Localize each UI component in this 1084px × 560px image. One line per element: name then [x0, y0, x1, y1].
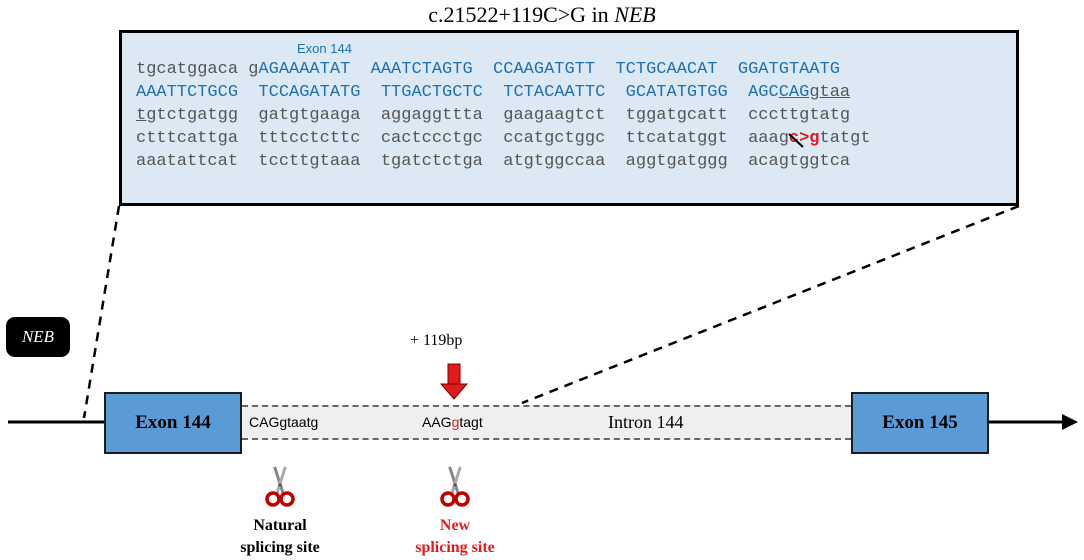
seq-intron-text: tatgt	[819, 129, 871, 148]
new-label-line1: New	[439, 517, 471, 534]
scissors-icon	[265, 466, 295, 507]
exon-145-label: Exon 145	[882, 412, 958, 433]
natural-label-line2: splicing site	[240, 539, 320, 556]
new-label-line2: splicing site	[415, 539, 495, 556]
seq-mutation-text: c>g	[788, 129, 820, 148]
exon-144-label: Exon 144	[135, 412, 211, 433]
seq-exon-text: AGAAAATAT AAATCTAGTG CCAAGATGTT TCTGCAAC…	[258, 60, 840, 79]
title-prefix: c.21522+119C>G in	[428, 2, 609, 27]
down-arrow-icon	[439, 363, 469, 400]
natural-site-lower: gtaatg	[279, 414, 319, 430]
sequence-line-4: ctttcattga tttcctcttc cactccctgc ccatgct…	[136, 128, 871, 149]
sequence-panel: Exon 144 tgcatggaca gAGAAAATAT AAATCTAGT…	[119, 30, 1019, 206]
seq-exon-text: AAATTCTGCG TCCAGATATG TTGACTGCTC TCTACAA…	[136, 83, 779, 102]
seq-intron-text: tctgatgg gatgtgaaga aggaggttta gaagaagtc…	[156, 106, 851, 125]
natural-splicing-site-label: Natural splicing site	[220, 515, 340, 559]
new-site-upper: AAG	[422, 414, 452, 430]
new-site-lower: tagt	[459, 414, 483, 430]
seq-intron-text: aaatattcat tccttgtaaa tgatctctga atgtggc…	[136, 152, 851, 171]
zoom-line-right	[521, 204, 1020, 405]
position-label: + 119bp	[410, 332, 463, 349]
seq-natural-site-intron: tg	[136, 106, 157, 125]
exon-label: Exon 144	[297, 41, 352, 56]
gene-badge: NEB	[6, 317, 70, 357]
figure-title: c.21522+119C>G in NEB	[0, 2, 1084, 28]
natural-site-sequence: CAGgtaatg	[249, 414, 318, 430]
natural-label-line1: Natural	[253, 517, 307, 534]
seq-intron-text: tgcatggaca g	[136, 60, 259, 79]
scissors-icon	[440, 466, 470, 507]
seq-mutation: c>g	[788, 129, 820, 148]
sequence-line-2: AAATTCTGCG TCCAGATATG TTGACTGCTC TCTACAA…	[136, 82, 850, 103]
new-site-mutation: g	[451, 414, 460, 430]
right-arrow-icon	[1062, 414, 1078, 430]
sequence-line-3: tgtctgatgg gatgtgaaga aggaggttta gaagaag…	[136, 105, 850, 126]
seq-natural-site-intron: gtaa	[809, 83, 851, 102]
new-splicing-site-label: New splicing site	[395, 515, 515, 559]
natural-site-upper: CAG	[249, 414, 280, 430]
strike-icon	[788, 133, 804, 148]
intron-label: Intron 144	[608, 412, 684, 432]
sequence-line-1: tgcatggaca gAGAAAATAT AAATCTAGTG CCAAGAT…	[136, 59, 840, 80]
sequence-line-5: aaatattcat tccttgtaaa tgatctctga atgtggc…	[136, 151, 850, 172]
seq-natural-site-exon: CAG	[778, 83, 810, 102]
title-gene: NEB	[614, 2, 656, 27]
intron-region	[242, 405, 851, 440]
exon-145: Exon 145	[851, 392, 989, 454]
new-site-sequence: AAGgtagt	[422, 414, 483, 430]
zoom-line-left	[82, 205, 121, 419]
exon-144: Exon 144	[104, 392, 242, 454]
seq-intron-text: ctttcattga tttcctcttc cactccctgc ccatgct…	[136, 129, 789, 148]
